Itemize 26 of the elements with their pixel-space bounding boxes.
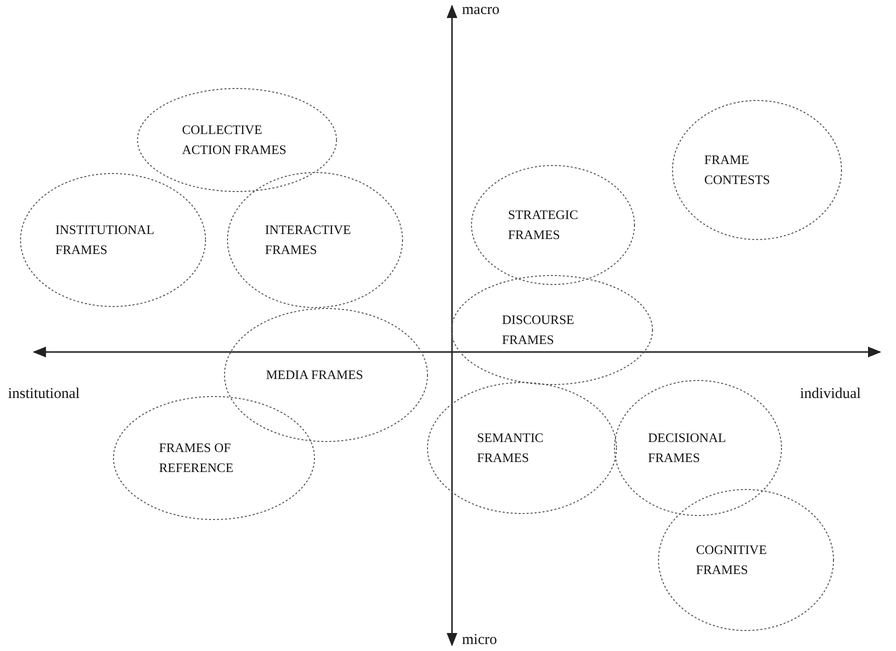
ellipse-node (672, 100, 842, 240)
ellipse-node (471, 165, 635, 285)
frame-label: COLLECTIVE ACTION FRAMES (182, 121, 288, 159)
frame-label: FRAME CONTESTS (704, 151, 772, 189)
ellipse-node (614, 380, 782, 516)
ellipse-node (227, 172, 403, 308)
frame-label: INTERACTIVE FRAMES (265, 221, 352, 259)
ellipse-node (658, 489, 834, 631)
axis-label: individual (800, 386, 861, 403)
ellipse-node (113, 396, 315, 520)
frame-label: INSTITUTIONAL FRAMES (55, 221, 155, 259)
axis-label: macro (462, 2, 500, 19)
frame-label: DISCOURSE FRAMES (502, 311, 576, 349)
axis-label: micro (462, 632, 497, 649)
frame-label: MEDIA FRAMES (266, 366, 364, 384)
ellipse-node (451, 275, 653, 385)
frame-label: DECISIONAL FRAMES (648, 429, 727, 467)
axis-label: institutional (8, 386, 80, 403)
frame-label: COGNITIVE FRAMES (696, 541, 768, 579)
ellipse-node (224, 308, 428, 442)
ellipse-node (137, 88, 337, 192)
ellipse-node (427, 382, 617, 514)
frame-label: STRATEGIC FRAMES (508, 206, 580, 244)
ellipse-node (20, 173, 206, 307)
frame-label: FRAMES OF REFERENCE (159, 439, 234, 477)
frame-label: SEMANTIC FRAMES (477, 429, 544, 467)
